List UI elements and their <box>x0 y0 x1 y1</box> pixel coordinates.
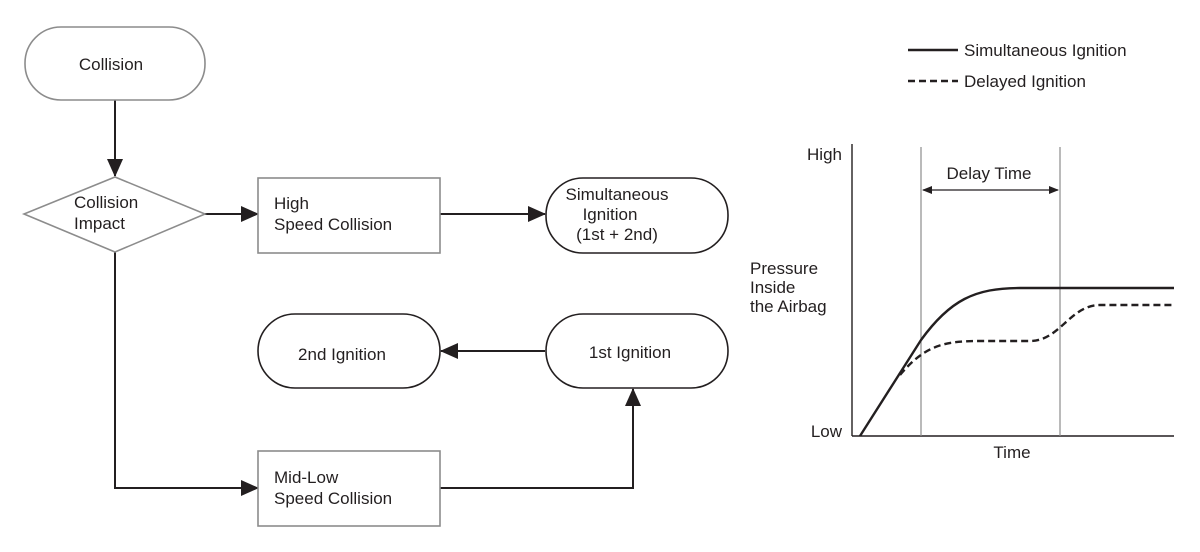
y-high-label: High <box>807 145 842 164</box>
x-axis-label: Time <box>993 443 1030 462</box>
simultaneous-ignition-curve <box>858 286 1174 437</box>
mid-low-label-line2: Speed Collision <box>274 489 392 508</box>
collision-impact-decision: Collision Impact <box>21 176 208 253</box>
second-ignition-node: 2nd Ignition <box>257 313 441 389</box>
impact-label-line1: Collision <box>74 193 138 212</box>
delay-time-dimension: Delay Time <box>922 164 1059 194</box>
second-ignition-label: 2nd Ignition <box>298 345 386 364</box>
simultaneous-ignition-node: Simultaneous Ignition (1st + 2nd) <box>545 177 729 254</box>
graph-axes <box>851 144 1174 437</box>
delay-time-label: Delay Time <box>946 164 1031 183</box>
arrow-impact-to-mid-low <box>114 252 259 496</box>
delayed-ignition-curve <box>899 303 1174 376</box>
flow-connectors <box>107 100 641 496</box>
collision-node: Collision <box>24 26 206 101</box>
high-speed-label-line1: High <box>274 194 309 213</box>
y-axis-label-line1: Pressure <box>750 259 818 278</box>
y-axis-label-line3: the Airbag <box>750 297 827 316</box>
high-speed-collision-node: High Speed Collision <box>257 177 441 254</box>
y-low-label: Low <box>811 422 843 441</box>
mid-low-label-line1: Mid-Low <box>274 468 339 487</box>
arrow-mid-low-to-first-ignition <box>440 388 641 489</box>
collision-label: Collision <box>79 55 143 74</box>
first-ignition-node: 1st Ignition <box>545 313 729 389</box>
simultaneous-label-line2: Ignition <box>583 205 638 224</box>
simultaneous-label-line3: (1st + 2nd) <box>576 225 658 244</box>
legend-delayed: Delayed Ignition <box>964 72 1086 91</box>
y-axis-label-line2: Inside <box>750 278 795 297</box>
legend-simultaneous: Simultaneous Ignition <box>964 41 1127 60</box>
legend: Simultaneous Ignition Delayed Ignition <box>908 41 1127 91</box>
impact-label-line2: Impact <box>74 214 125 233</box>
simultaneous-label-line1: Simultaneous <box>565 185 668 204</box>
high-speed-label-line2: Speed Collision <box>274 215 392 234</box>
first-ignition-label: 1st Ignition <box>589 343 671 362</box>
mid-low-speed-collision-node: Mid-Low Speed Collision <box>257 450 441 527</box>
delay-guides <box>920 147 1061 436</box>
